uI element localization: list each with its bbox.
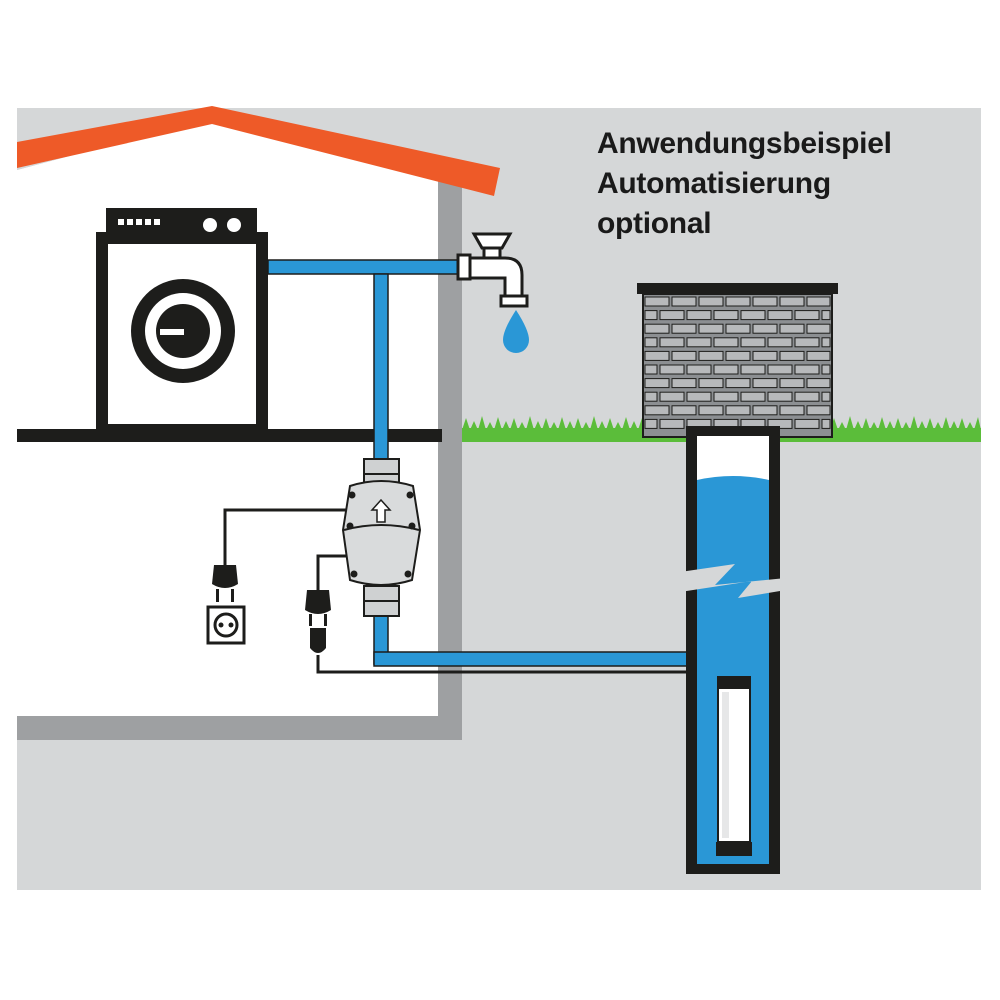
brick <box>644 296 670 307</box>
brick <box>659 418 685 429</box>
brick <box>659 391 685 402</box>
brick <box>698 378 724 389</box>
brick <box>821 418 831 429</box>
brick <box>779 405 805 416</box>
brick <box>686 310 712 321</box>
brick <box>713 337 739 348</box>
brick <box>794 391 820 402</box>
brick <box>686 391 712 402</box>
brick <box>659 337 685 348</box>
brick <box>659 310 685 321</box>
brick <box>713 391 739 402</box>
water-tap-icon <box>456 232 529 308</box>
brick <box>671 405 697 416</box>
brick <box>671 350 697 361</box>
brick <box>644 418 658 429</box>
brick <box>686 364 712 375</box>
brick <box>725 296 751 307</box>
brick <box>644 391 658 402</box>
brick <box>779 296 805 307</box>
brick <box>794 337 820 348</box>
brick <box>821 310 831 321</box>
brick <box>806 378 831 389</box>
brick <box>752 323 778 334</box>
brick <box>779 378 805 389</box>
brick <box>752 350 778 361</box>
brick <box>659 364 685 375</box>
brick <box>713 364 739 375</box>
water-drop-icon <box>503 310 529 353</box>
caption-line-1: Anwendungsbeispiel <box>597 127 892 160</box>
brick <box>779 350 805 361</box>
brick <box>740 391 766 402</box>
brick <box>752 296 778 307</box>
cable-to-pump-plug <box>316 554 348 590</box>
brick <box>644 310 658 321</box>
brick <box>698 350 724 361</box>
brick <box>644 323 670 334</box>
submersible-pump-icon <box>716 676 752 856</box>
brick <box>671 378 697 389</box>
well-break-mark <box>680 564 786 598</box>
brick <box>698 405 724 416</box>
flow-direction-arrow-icon <box>370 498 392 523</box>
pipe-to-well <box>373 651 735 667</box>
brick <box>644 337 658 348</box>
brick <box>740 364 766 375</box>
brick <box>713 310 739 321</box>
pipe-riser <box>373 273 389 463</box>
brick <box>740 310 766 321</box>
brick <box>644 364 658 375</box>
pressure-control-unit-icon <box>341 458 422 617</box>
brick <box>794 310 820 321</box>
brick <box>779 323 805 334</box>
pipe-to-tap <box>267 259 461 275</box>
brick <box>725 350 751 361</box>
brick <box>806 405 831 416</box>
brick <box>806 350 831 361</box>
brick <box>821 364 831 375</box>
brick <box>821 337 831 348</box>
brick <box>767 364 793 375</box>
brick <box>752 378 778 389</box>
brick <box>725 323 751 334</box>
brick <box>740 337 766 348</box>
caption-line-2: Automatisierung <box>597 167 831 200</box>
roof <box>17 106 500 196</box>
diagram-caption: Anwendungsbeispiel Automatisierung optio… <box>597 124 977 244</box>
brick-pattern <box>644 296 831 429</box>
brick <box>644 405 670 416</box>
brick <box>794 364 820 375</box>
caption-line-3: optional <box>597 207 712 240</box>
brick <box>767 337 793 348</box>
pump-power-plug-icon <box>305 590 331 653</box>
cable-to-socket-plug <box>223 508 346 565</box>
brick <box>671 296 697 307</box>
brick <box>644 350 670 361</box>
wall-socket-icon <box>206 605 246 645</box>
brick <box>671 323 697 334</box>
brick <box>821 391 831 402</box>
brick <box>725 405 751 416</box>
brick <box>794 418 820 429</box>
brick <box>752 405 778 416</box>
brick <box>698 296 724 307</box>
floor-slab <box>17 429 442 442</box>
well-shaft-icon <box>680 426 786 874</box>
brick <box>698 323 724 334</box>
washing-machine-icon <box>96 208 268 429</box>
brick-well-cover-icon <box>637 283 838 438</box>
brick <box>806 296 831 307</box>
brick <box>767 391 793 402</box>
brick <box>644 378 670 389</box>
power-plug-icon <box>212 565 238 602</box>
brick <box>725 378 751 389</box>
brick <box>806 323 831 334</box>
brick <box>686 337 712 348</box>
brick <box>767 310 793 321</box>
